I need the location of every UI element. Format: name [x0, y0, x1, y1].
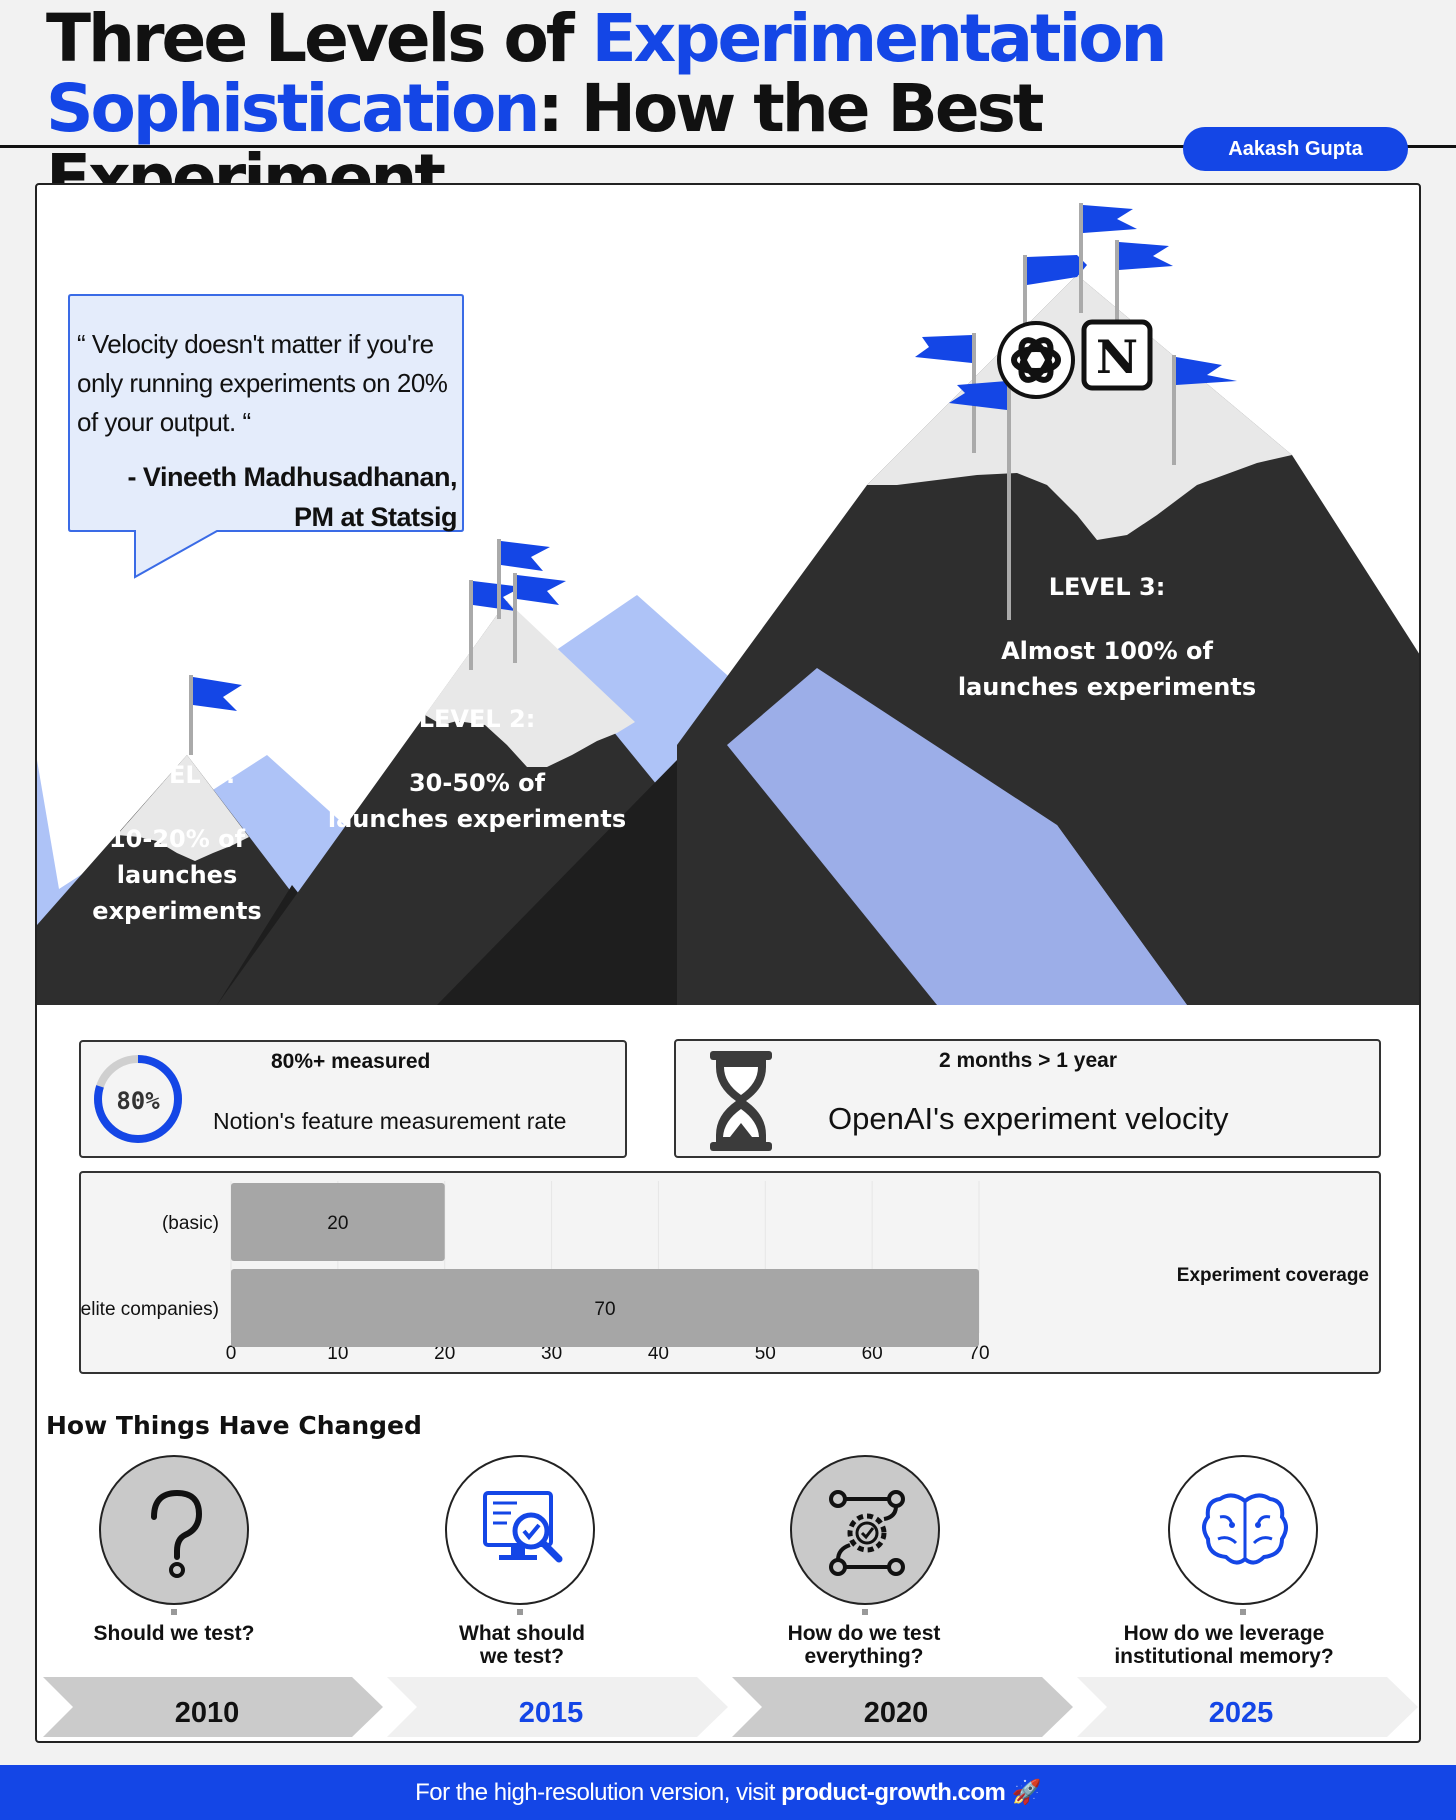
footer-link[interactable]: product-growth.com — [781, 1779, 1006, 1806]
timeline-circle-2015 — [445, 1455, 595, 1605]
bar-data-label: 70 — [594, 1299, 615, 1320]
category-label: (basic) — [162, 1213, 219, 1234]
timeline-title: How Things Have Changed — [46, 1411, 422, 1440]
timeline-year-2025: 2025 — [1208, 1697, 1274, 1729]
timeline-year-2010: 2010 — [174, 1697, 240, 1729]
x-tick-label: 70 — [968, 1343, 989, 1364]
openai-stat-caption: OpenAI's experiment velocity — [828, 1101, 1229, 1136]
gear-flow-icon — [829, 1490, 905, 1576]
flag-icon — [513, 573, 566, 663]
quote-bubble — [68, 294, 464, 579]
x-tick-label: 30 — [541, 1343, 562, 1364]
level1-label: LEVEL 1: 10-20% of launches experiments — [92, 761, 262, 925]
level3-label: LEVEL 3: Almost 100% of launches experim… — [957, 573, 1257, 701]
footer-banner: For the high-resolution version, visit p… — [0, 1765, 1456, 1820]
category-label: (elite companies) — [81, 1299, 219, 1320]
magnify-screen-icon — [483, 1491, 563, 1563]
bar-data-label: 20 — [327, 1213, 348, 1234]
x-tick-label: 10 — [327, 1343, 348, 1364]
x-tick-label: 20 — [434, 1343, 455, 1364]
timeline-circle-2025 — [1168, 1455, 1318, 1605]
timeline-circle-2010 — [99, 1455, 249, 1605]
main-panel: N “ Velocity doesn't matter if you're on… — [35, 183, 1421, 1743]
level3-mountain — [677, 275, 1419, 1005]
coverage-bar-chart: 0 10 20 30 40 50 60 70 (basic) 20 (elite companies… — [74, 1181, 1369, 1364]
timeline-question-2010: Should we test? — [93, 1622, 255, 1645]
notion-stat-caption: Notion's feature measurement rate — [213, 1108, 567, 1134]
timeline-circle-2020 — [790, 1455, 940, 1605]
notion-stat-card: 80% 80%+ measured Notion's feature measu… — [79, 1040, 627, 1158]
timeline-connector — [171, 1609, 177, 1615]
notion-logo: N — [1081, 319, 1153, 391]
timeline-connector — [517, 1609, 523, 1615]
timeline-year-2020: 2020 — [863, 1697, 929, 1729]
x-tick-label: 0 — [226, 1343, 237, 1364]
timeline-question-2025: How do we leverage institutional memory? — [1114, 1622, 1334, 1668]
question-icon — [151, 1489, 203, 1578]
level2-label: LEVEL 2: 30-50% of launches experiments — [327, 705, 627, 833]
flag-icon — [949, 380, 1011, 620]
flag-icon — [497, 539, 550, 619]
timeline-question-2015: What should we test? — [459, 1622, 585, 1668]
flag-icon — [1172, 355, 1237, 465]
coverage-chart-card: 0 10 20 30 40 50 60 70 (basic) 20 (elite companies… — [74, 1171, 1381, 1374]
flag-icon — [1079, 203, 1137, 313]
brain-icon — [1202, 1493, 1288, 1565]
openai-logo — [997, 321, 1075, 399]
summit-flags — [189, 203, 1237, 755]
rocket-icon: 🚀 — [1011, 1779, 1042, 1806]
flag-icon — [1115, 240, 1173, 350]
timeline-year-2015: 2015 — [518, 1697, 584, 1729]
timeline-connector — [862, 1609, 868, 1615]
mountains-illustration: N — [37, 203, 1419, 1005]
svg-text:N: N — [1096, 330, 1138, 384]
x-tick-label: 50 — [755, 1343, 776, 1364]
chart-legend: Experiment coverage — [1177, 1265, 1369, 1286]
openai-stat-headline: 2 months > 1 year — [939, 1049, 1117, 1072]
author-badge: Aakash Gupta — [1183, 127, 1408, 171]
quote-author: - Vineeth Madhusadhanan, PM at Statsig — [127, 462, 457, 532]
timeline-arrows — [43, 1677, 1418, 1737]
flag-icon — [1023, 255, 1087, 375]
openai-stat-card: 2 months > 1 year OpenAI's experiment ve… — [674, 1039, 1381, 1158]
flag-icon — [189, 675, 242, 755]
svg-text:80%: 80% — [116, 1087, 160, 1115]
chart-bar — [231, 1269, 979, 1347]
measurement-ring: 80% — [94, 1055, 182, 1143]
timeline-question-2020: How do we test everything? — [787, 1622, 941, 1668]
notion-stat-headline: 80%+ measured — [271, 1050, 431, 1073]
hourglass-icon — [710, 1051, 772, 1151]
quote-text: “ Velocity doesn't matter if you're only… — [77, 329, 448, 437]
timeline-connector — [1240, 1609, 1246, 1615]
x-tick-label: 60 — [862, 1343, 883, 1364]
chart-bar — [231, 1183, 445, 1261]
x-tick-label: 40 — [648, 1343, 669, 1364]
title-divider — [0, 145, 1456, 148]
